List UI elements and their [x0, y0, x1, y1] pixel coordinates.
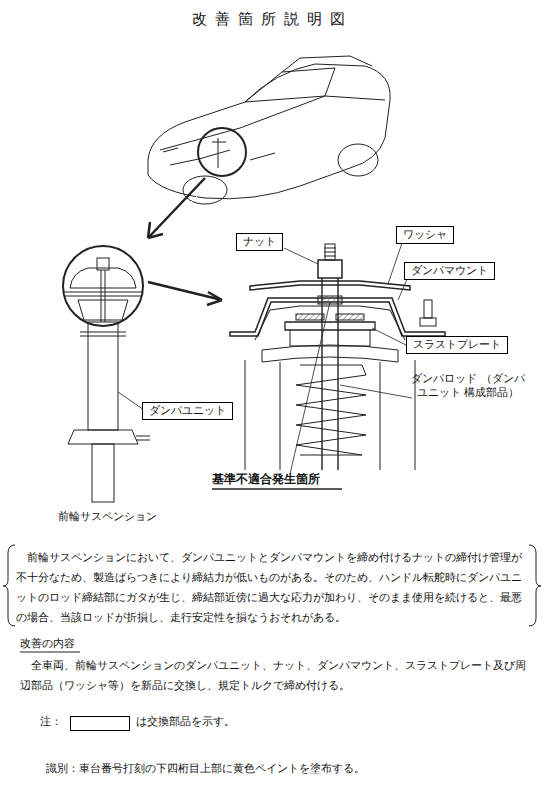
- underline: [212, 488, 342, 490]
- title: 改善箇所説明図: [192, 12, 353, 26]
- zoom-arrow: [148, 282, 222, 305]
- bracket: [3, 545, 15, 626]
- part-label-box: ダンパユニット: [142, 402, 233, 420]
- zoom-arrow: [148, 178, 205, 238]
- part-label-box: ナット: [236, 233, 283, 251]
- defect-location-label: 基準不適合発生箇所: [212, 472, 320, 486]
- underline: [20, 652, 80, 653]
- part-name: ダンパマウント: [411, 264, 488, 278]
- legend-swatch: [70, 716, 130, 731]
- text-label: 識別：車台番号打刻の下四桁目上部に黄色ペイントを塗布する。: [46, 762, 365, 776]
- text-label: ダンパロッド （ダンパユニット 構成部品）: [408, 372, 528, 400]
- legend-text: は交換部品を示す。: [136, 715, 235, 729]
- bracket: [529, 545, 541, 626]
- part-label-box: スラストプレート: [406, 336, 508, 354]
- text-label: 注：: [40, 715, 62, 729]
- part-name: ナット: [243, 235, 276, 249]
- leader-line: [118, 243, 412, 474]
- part-label-box: ワッシャ: [396, 226, 454, 244]
- part-name: スラストプレート: [413, 338, 501, 352]
- paragraph: 前輪サスペンションにおいて、ダンパユニットとダンパマウントを締め付けるナットの締…: [16, 548, 528, 628]
- part-name: ダンパユニット: [149, 404, 226, 418]
- strut-illustration: [63, 246, 150, 502]
- paragraph: 全車両、前輪サスペンションのダンパユニット、ナット、ダンパマウント、スラストプレ…: [20, 656, 530, 696]
- part-name: ワッシャ: [403, 228, 447, 242]
- text-label: 改善の内容: [20, 637, 75, 651]
- text-label: 前輪サスペンション: [58, 510, 157, 524]
- car-illustration: [148, 56, 390, 204]
- part-label-box: ダンパマウント: [404, 262, 495, 280]
